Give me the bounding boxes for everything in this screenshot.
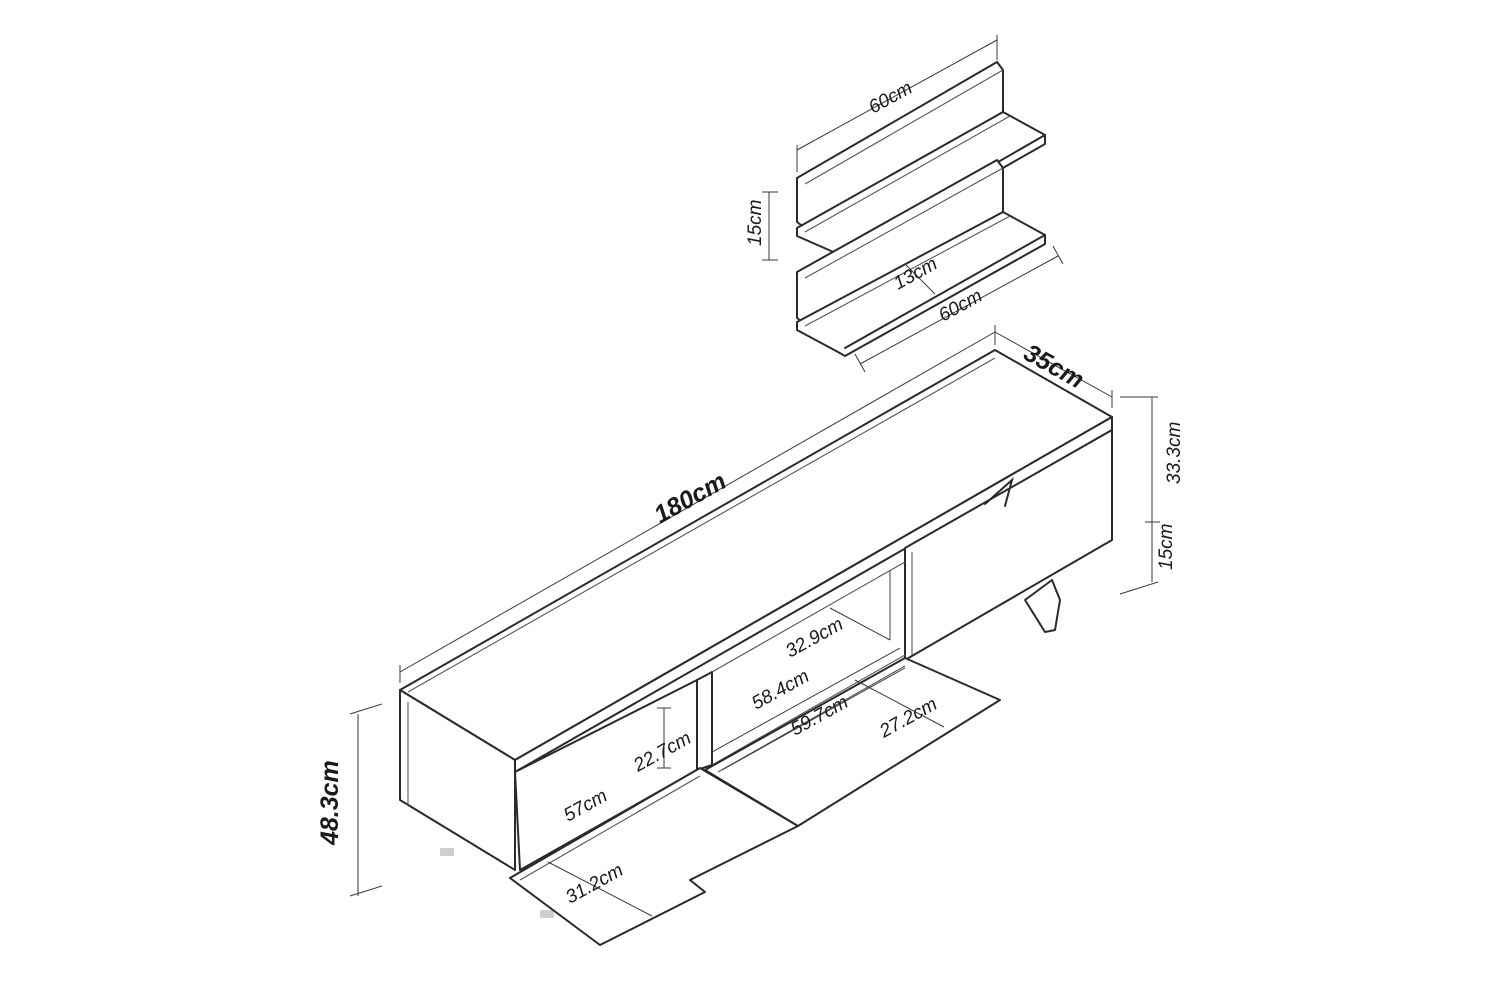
label-total-height: 48.3cm — [316, 760, 344, 846]
label-shelf-spacing: 15cm — [745, 200, 766, 246]
label-compartment-depth: 32.9cm — [782, 614, 847, 663]
dimension-lines — [349, 35, 1160, 917]
label-leg-height: 15cm — [1156, 524, 1177, 570]
wall-shelf-lower — [796, 159, 1046, 357]
tv-stand — [399, 349, 1113, 918]
label-middle-width: 58.4cm — [748, 666, 813, 715]
label-stand-body-height: 33.3cm — [1164, 422, 1185, 484]
